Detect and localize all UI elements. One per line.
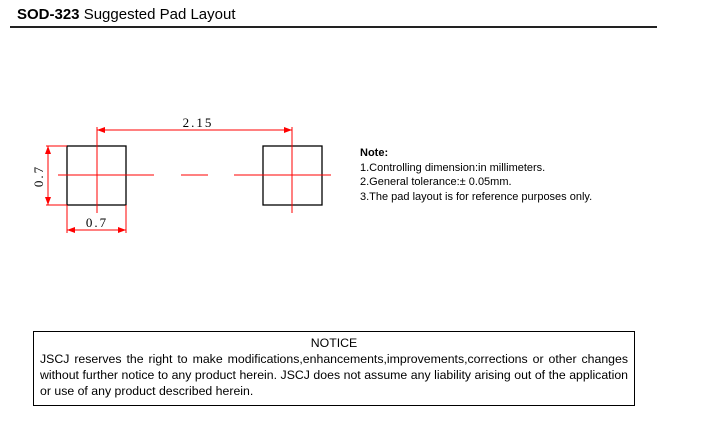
header-divider xyxy=(10,26,657,28)
width-label: 0.7 xyxy=(86,215,108,230)
notes: Note: 1.Controlling dimension:in millime… xyxy=(360,146,592,204)
note-item: 1.Controlling dimension:in millimeters. xyxy=(360,161,546,174)
height-label: 0.7 xyxy=(31,165,46,187)
notice-box: NOTICE JSCJ reserves the right to make m… xyxy=(33,331,635,406)
notice-body: JSCJ reserves the right to make modifica… xyxy=(40,352,628,398)
notes-heading: Note: xyxy=(360,147,389,159)
title-text: Suggested Pad Layout xyxy=(83,6,236,23)
note-item: 2.General tolerance:± 0.05mm. xyxy=(360,176,512,188)
note-item: 3.The pad layout is for reference purpos… xyxy=(360,190,593,203)
pitch-label: 2.15 xyxy=(183,115,214,130)
notice-heading: NOTICE xyxy=(310,336,358,350)
part-number: SOD-323 xyxy=(17,6,80,23)
dimension-lines xyxy=(45,127,331,233)
page-title: SOD-323 Suggested Pad Layout xyxy=(17,6,236,23)
